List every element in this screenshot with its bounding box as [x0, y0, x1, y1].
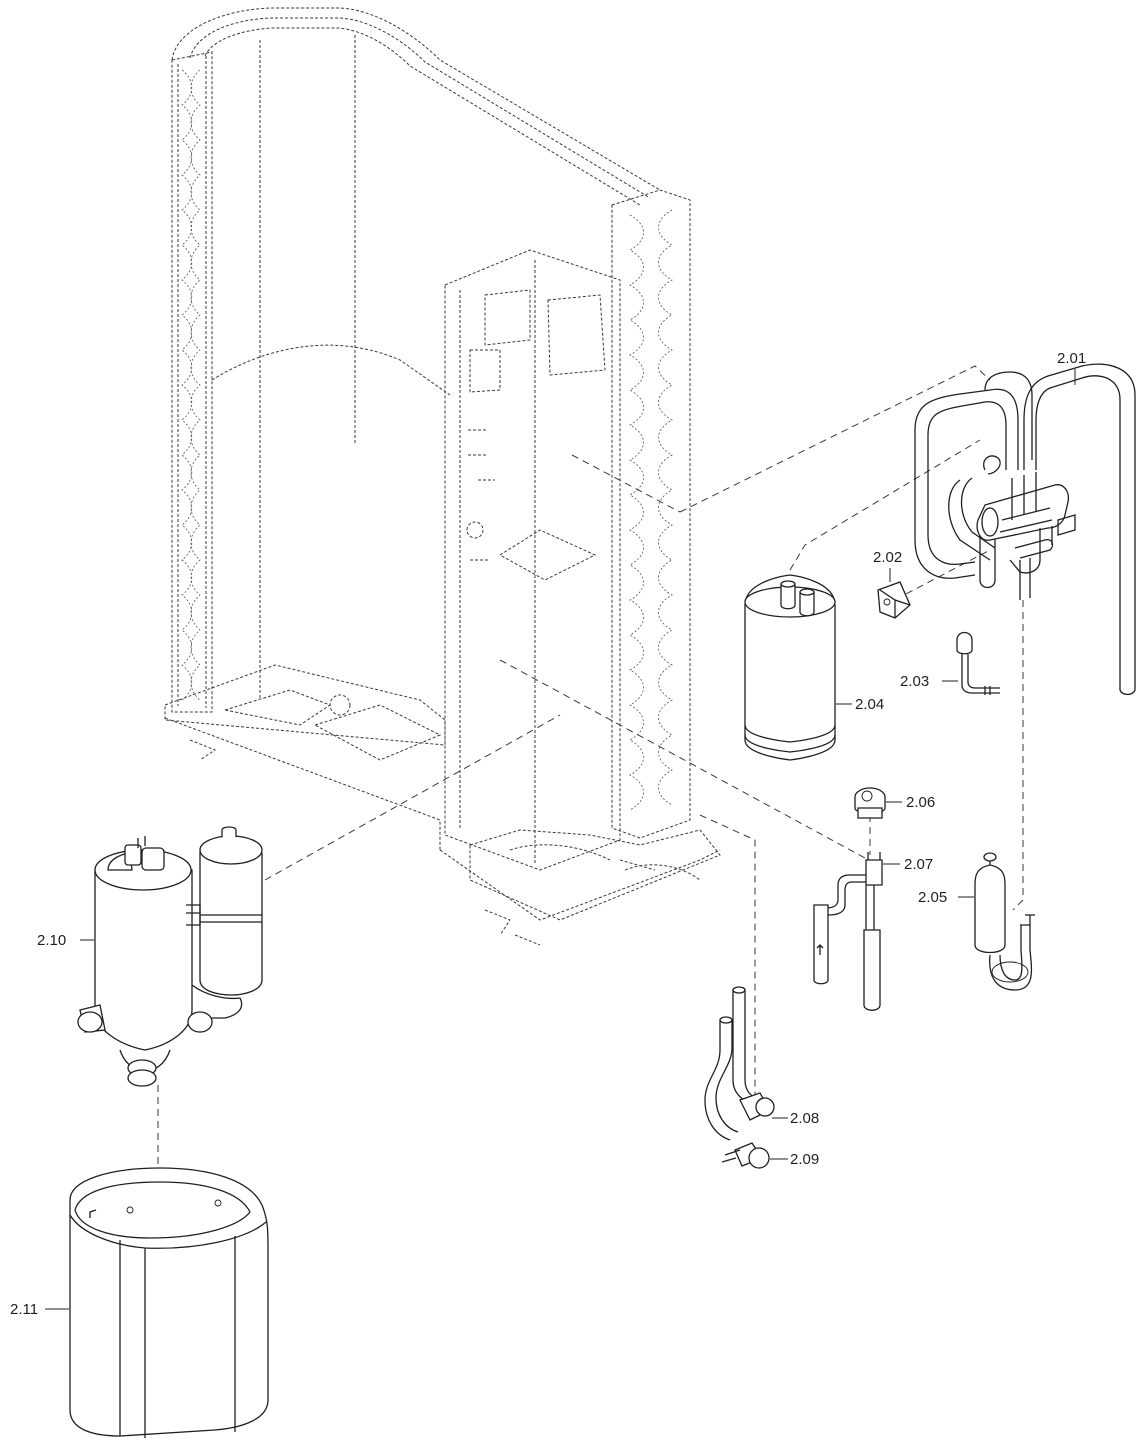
unit-frame-ghost	[164, 7, 721, 946]
part-2-04-accumulator	[744, 574, 852, 761]
part-labels: 2.01 2.02 2.03 2.04 2.05 2.06 2.07 2.08 …	[10, 350, 1086, 1318]
part-2-02-valve-coil	[877, 568, 911, 619]
label-2-03: 2.03	[900, 673, 929, 690]
label-2-10: 2.10	[37, 932, 66, 949]
label-2-02: 2.02	[873, 549, 902, 566]
part-2-08-2-09-service-valves	[704, 986, 788, 1169]
label-2-07: 2.07	[904, 856, 933, 873]
part-2-03-sensor	[942, 631, 1000, 695]
part-2-05-receiver	[958, 852, 1035, 991]
part-2-07-expansion-valve	[813, 852, 900, 1011]
label-2-08: 2.08	[790, 1110, 819, 1127]
label-2-06: 2.06	[906, 794, 935, 811]
label-2-11: 2.11	[10, 1301, 38, 1318]
part-2-06-eev-coil	[854, 787, 902, 819]
explode-lines	[157, 365, 1024, 1165]
part-2-01-four-way-valve	[914, 363, 1136, 696]
label-2-05: 2.05	[918, 889, 947, 906]
label-2-04: 2.04	[855, 696, 884, 713]
part-2-11-compressor-jacket	[45, 1167, 269, 1438]
label-2-09: 2.09	[790, 1151, 819, 1168]
label-2-01: 2.01	[1057, 350, 1086, 367]
part-2-10-compressor	[77, 826, 263, 1087]
